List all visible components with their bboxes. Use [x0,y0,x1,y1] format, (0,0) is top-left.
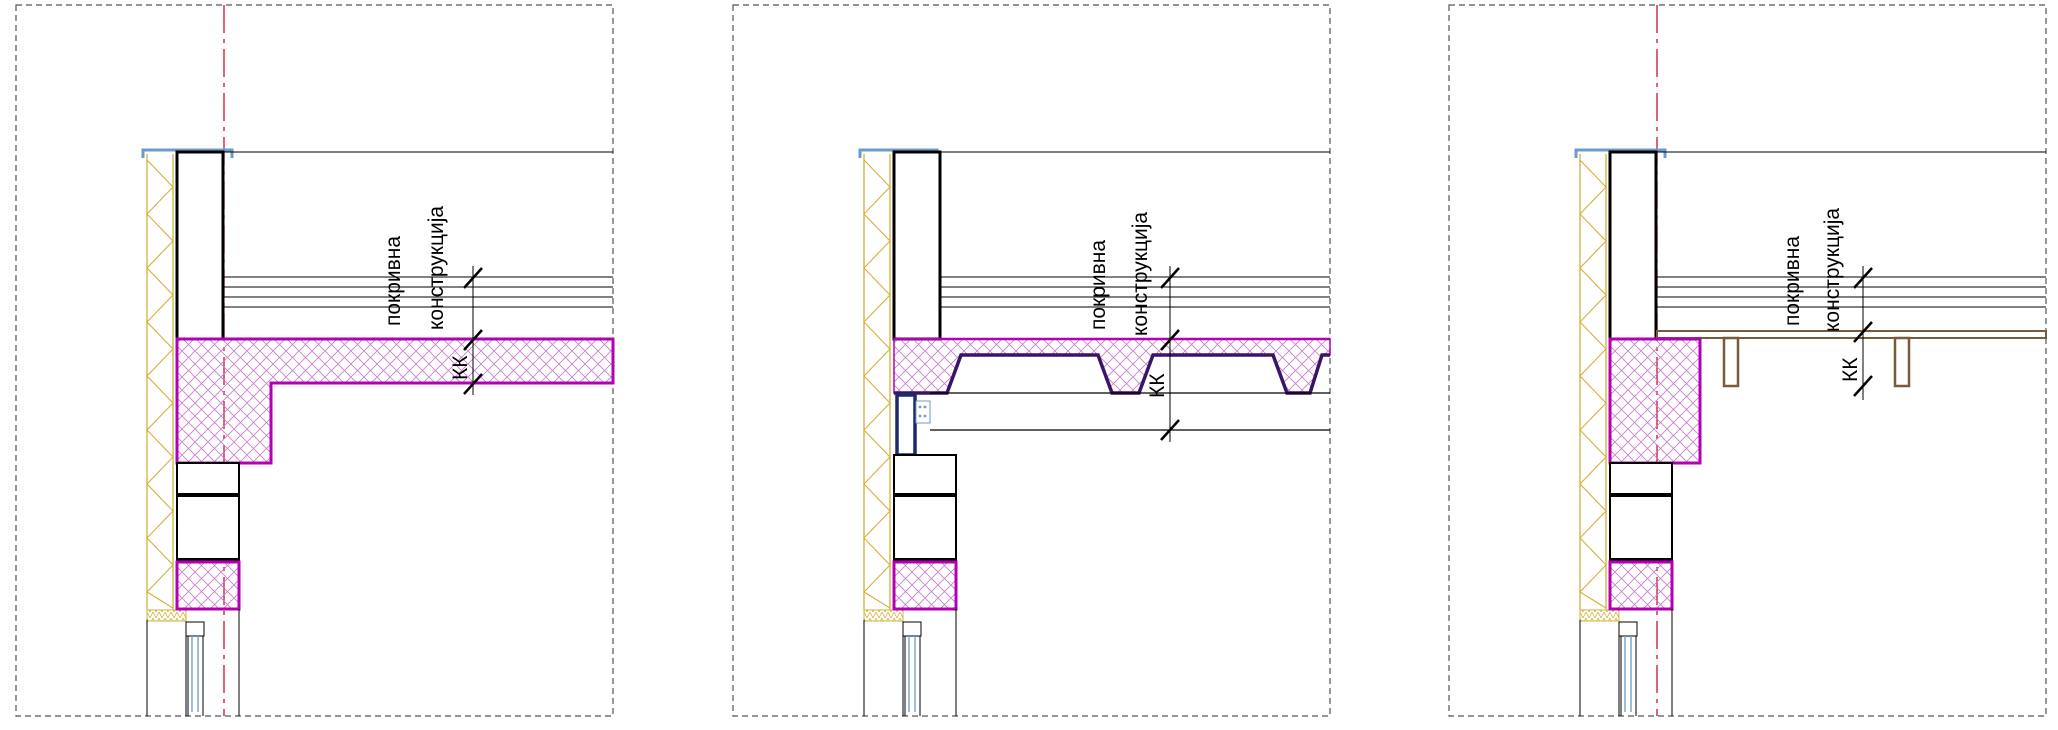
parapet-wall [892,150,942,341]
label-structure: конструкција [425,206,448,330]
thermal-insulation [863,154,904,622]
concrete-slab [175,337,615,465]
trapezoidal-deck [893,338,1331,394]
window-frame [146,609,240,716]
label-cover: покривна [382,236,405,326]
label-kk: КК [1146,373,1169,398]
panel-timber: покривна конструкција КК [1448,4,2047,717]
window-frame [1579,609,1673,716]
coping-flashing [1574,148,1667,158]
panel-frame [1448,4,2047,717]
thermal-insulation [1579,154,1620,622]
ring-beam-top [1608,337,1702,465]
parapet-wall [175,150,225,341]
masonry-blocks [176,462,240,562]
beam-lines [930,392,1330,431]
label-cover: покривна [1087,240,1110,330]
roof-layers [1657,151,2046,308]
label-kk: КК [1839,357,1862,382]
parapet-wall [1608,150,1658,341]
dimension-line [463,266,483,395]
window-frame [863,609,957,716]
steel-beam [895,393,931,457]
timber-deck [1656,330,2047,388]
coping-flashing [141,148,234,158]
dimension-line [1853,266,1873,400]
ring-beam [1608,560,1674,611]
label-structure: конструкција [1129,212,1152,336]
masonry-blocks [893,454,957,562]
dimension-line [1160,266,1180,442]
panel-trapezoidal: покривна конструкција КК [732,4,1331,717]
label-kk: КК [449,355,472,380]
ring-beam [175,560,241,611]
label-structure: конструкција [1821,208,1844,332]
panel-slab: покривна конструкција КК [15,4,615,717]
masonry-blocks [1609,462,1673,562]
ring-beam [892,560,958,611]
panel-frame [732,4,1331,717]
thermal-insulation [146,154,187,622]
label-cover: покривна [1781,236,1804,326]
roof-layers [941,151,1330,308]
roof-layers [224,151,613,308]
